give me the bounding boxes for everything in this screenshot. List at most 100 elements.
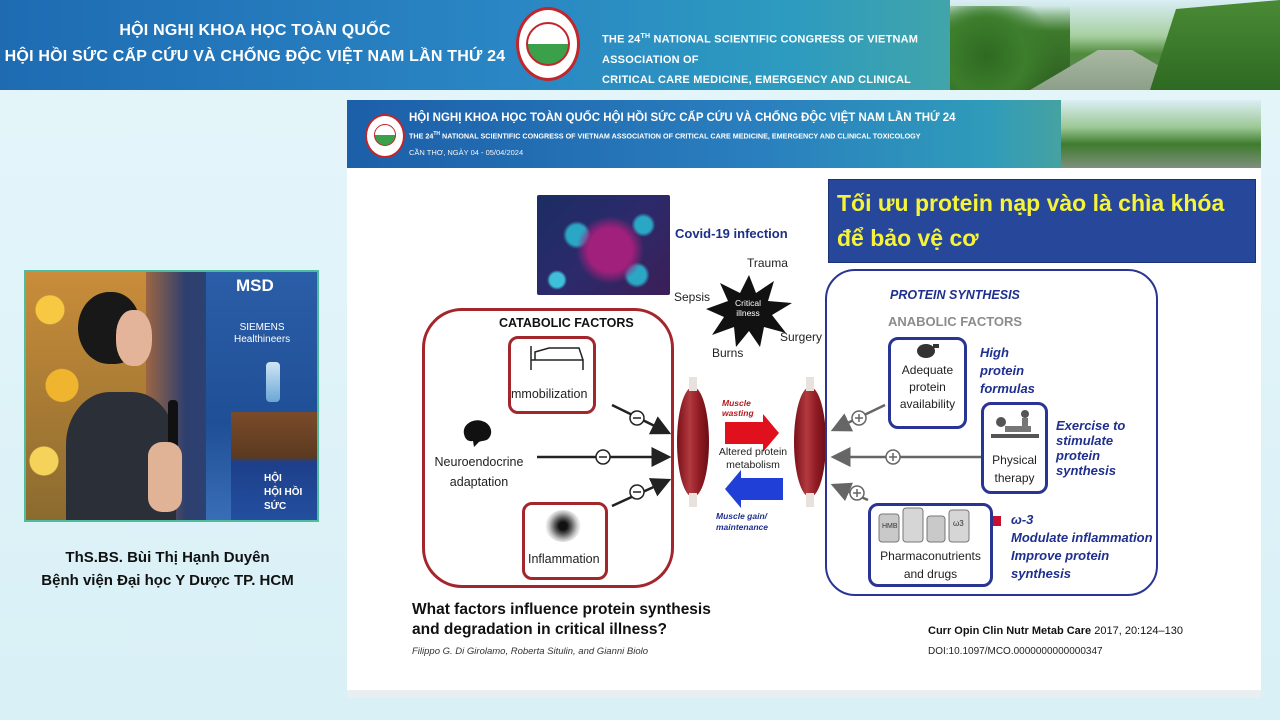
speaker-caption: ThS.BS. Bùi Thị Hạnh Duyên Bệnh viện Đại…: [0, 546, 335, 592]
gain-line1: Muscle gain/: [716, 511, 768, 521]
bed-icon: [530, 346, 584, 370]
critical-illness-label: Critical illness: [723, 298, 773, 318]
banner-en-line1-rest: NATIONAL SCIENTIFIC CONGRESS OF VIETNAM …: [602, 33, 919, 66]
surgery-label: Surgery: [780, 330, 823, 344]
slide-header-en-rest: NATIONAL SCIENTIFIC CONGRESS OF VIETNAM …: [440, 131, 921, 141]
physical-therapy-label: Physical therapy: [981, 451, 1048, 487]
msd-logo-text: MSD: [236, 276, 274, 295]
altered-metabolism-label: Altered protein metabolism: [713, 446, 793, 472]
omega3-bottle-label: ω3: [953, 519, 964, 528]
altered-line1: Altered protein: [718, 446, 788, 458]
slide-title-line1: Tối ưu protein nạp vào là chìa khóa: [837, 190, 1225, 216]
immobilization-label: mmobilization: [511, 387, 588, 401]
slide-header-en-sup: TH: [433, 131, 441, 137]
critical-line2: illness: [736, 308, 760, 318]
covid-label: Covid-19 infection: [675, 226, 788, 241]
article-title-line2: and degradation in critical illness?: [412, 621, 667, 638]
plus-sign-top: [851, 410, 867, 426]
banner-title-en: THE 24TH NATIONAL SCIENTIFIC CONGRESS OF…: [602, 27, 982, 90]
slide-header-title-en: THE 24TH NATIONAL SCIENTIFIC CONGRESS OF…: [409, 131, 921, 140]
exercise-label: Exercise to stimulate protein synthesis: [1056, 418, 1125, 478]
podium-text: HỘI HỘI HỒI SỨC: [264, 472, 317, 514]
high-protein-label: High protein formulas: [980, 344, 1035, 398]
siemens-logo-text: SIEMENS Healthineers: [234, 322, 290, 346]
journal-reference: Curr Opin Clin Nutr Metab Care 2017, 20:…: [928, 625, 1183, 637]
exercise-line3: protein: [1056, 448, 1101, 463]
exercise-line2: stimulate: [1056, 433, 1114, 448]
article-authors: Filippo G. Di Girolamo, Roberta Situlin,…: [412, 646, 649, 657]
pharma-line2: and drugs: [903, 567, 958, 581]
slide-header-date: CẦN THƠ, NGÀY 04 - 05/04/2024: [409, 148, 524, 157]
wasting-line2: wasting: [722, 408, 754, 418]
adequate-line1: Adequate: [901, 363, 954, 377]
diagram-arrows: [537, 403, 1001, 532]
protein-synthesis-box: [825, 269, 1158, 596]
physical-therapy-icon: [991, 410, 1039, 438]
inflammation-icon: [545, 510, 581, 542]
omega3-label: ω-3 Modulate inflammation Improve protei…: [1011, 511, 1153, 583]
gain-line2: maintenance: [716, 522, 768, 532]
association-logo: [516, 7, 580, 81]
muscle-left-icon: [677, 377, 709, 507]
muscle-right-icon: [794, 377, 826, 507]
doi-reference: DOI:10.1097/MCO.0000000000000347: [928, 646, 1103, 657]
plus-sign-middle: [885, 449, 901, 465]
article-title: What factors influence protein synthesis…: [412, 600, 711, 640]
banner-title-vn-line1: HỘI NGHỊ KHOA HỌC TOÀN QUỐC: [119, 22, 391, 39]
supplement-bottles-icon: HMB ω3: [878, 507, 970, 543]
muscle-gain-arrow: [725, 470, 783, 508]
minus-sign-bottom: [629, 484, 645, 500]
exercise-line1: Exercise to: [1056, 418, 1126, 433]
banner-en-prefix: THE 24: [602, 33, 641, 46]
high-line1: High: [980, 345, 1009, 360]
banner-title-vn: HỘI NGHỊ KHOA HỌC TOÀN QUỐC HỘI HỒI SỨC …: [0, 18, 510, 70]
adequate-line3: availability: [899, 397, 956, 411]
critical-line1: Critical: [735, 298, 761, 308]
omega-line2: Modulate inflammation: [1011, 530, 1153, 545]
slide-header-title-vn: HỘI NGHỊ KHOA HỌC TOÀN QUỐC HỘI HỒI SỨC …: [409, 112, 956, 124]
neuroendocrine-label: Neuroendocrine adaptation: [429, 452, 529, 492]
banner-en-sup: TH: [640, 33, 651, 40]
omega-line4: synthesis: [1011, 566, 1071, 581]
plus-sign-bottom: [849, 485, 865, 501]
burns-label: Burns: [712, 346, 744, 360]
pharmaconutrients-label: Pharmaconutrients and drugs: [868, 547, 993, 583]
slide-title-box: Tối ưu protein nạp vào là chìa khóa để b…: [828, 179, 1256, 263]
water-bottle: [266, 362, 280, 402]
slide-logo: [365, 114, 405, 158]
physical-therapy-box: [981, 402, 1048, 494]
article-title-line1: What factors influence protein synthesis: [412, 601, 711, 618]
critical-illness-star: [706, 275, 792, 347]
slide-header-scenery: [1061, 100, 1261, 168]
inflammation-label: Inflammation: [528, 552, 600, 566]
podium-line2: HỘI HỒI SỨC: [264, 487, 303, 512]
slide-bottom-bar: [347, 690, 1261, 698]
sepsis-label: Sepsis: [674, 290, 711, 304]
speaker-figure: [56, 292, 186, 520]
anabolic-title: ANABOLIC FACTORS: [888, 314, 1023, 329]
high-line2: protein: [980, 363, 1025, 378]
conference-banner: HỘI NGHỊ KHOA HỌC TOÀN QUỐC HỘI HỒI SỨC …: [0, 0, 1280, 90]
muscle-wasting-label: Muscle wasting: [722, 398, 754, 418]
speaker-name: ThS.BS. Bùi Thị Hạnh Duyên: [65, 549, 270, 566]
muscle-gain-label: Muscle gain/ maintenance: [716, 511, 768, 533]
river-scenery-image: [950, 0, 1280, 90]
microphone-icon: [168, 400, 178, 460]
omega-line3: Improve protein: [1011, 548, 1110, 563]
siemens-line1: SIEMENS: [239, 322, 285, 333]
slide-header: HỘI NGHỊ KHOA HỌC TOÀN QUỐC HỘI HỒI SỨC …: [347, 100, 1261, 168]
high-line3: formulas: [980, 381, 1035, 396]
neuro-line2: adaptation: [449, 475, 509, 489]
catabolic-title: CATABOLIC FACTORS: [499, 316, 634, 330]
trauma-label: Trauma: [747, 256, 788, 270]
covid-virus-image: [537, 195, 670, 295]
slide-title-line2: để bảo vệ cơ: [837, 225, 979, 251]
muscle-wasting-arrow: [725, 414, 779, 452]
altered-line2: metabolism: [726, 459, 780, 471]
physical-line1: Physical: [992, 453, 1037, 467]
immobilization-box: [508, 336, 596, 414]
exercise-line4: synthesis: [1056, 463, 1116, 478]
pharma-line1: Pharmaconutrients: [880, 549, 981, 563]
protein-drink-icon: [917, 344, 939, 358]
hmb-bottle-label: HMB: [882, 523, 898, 530]
